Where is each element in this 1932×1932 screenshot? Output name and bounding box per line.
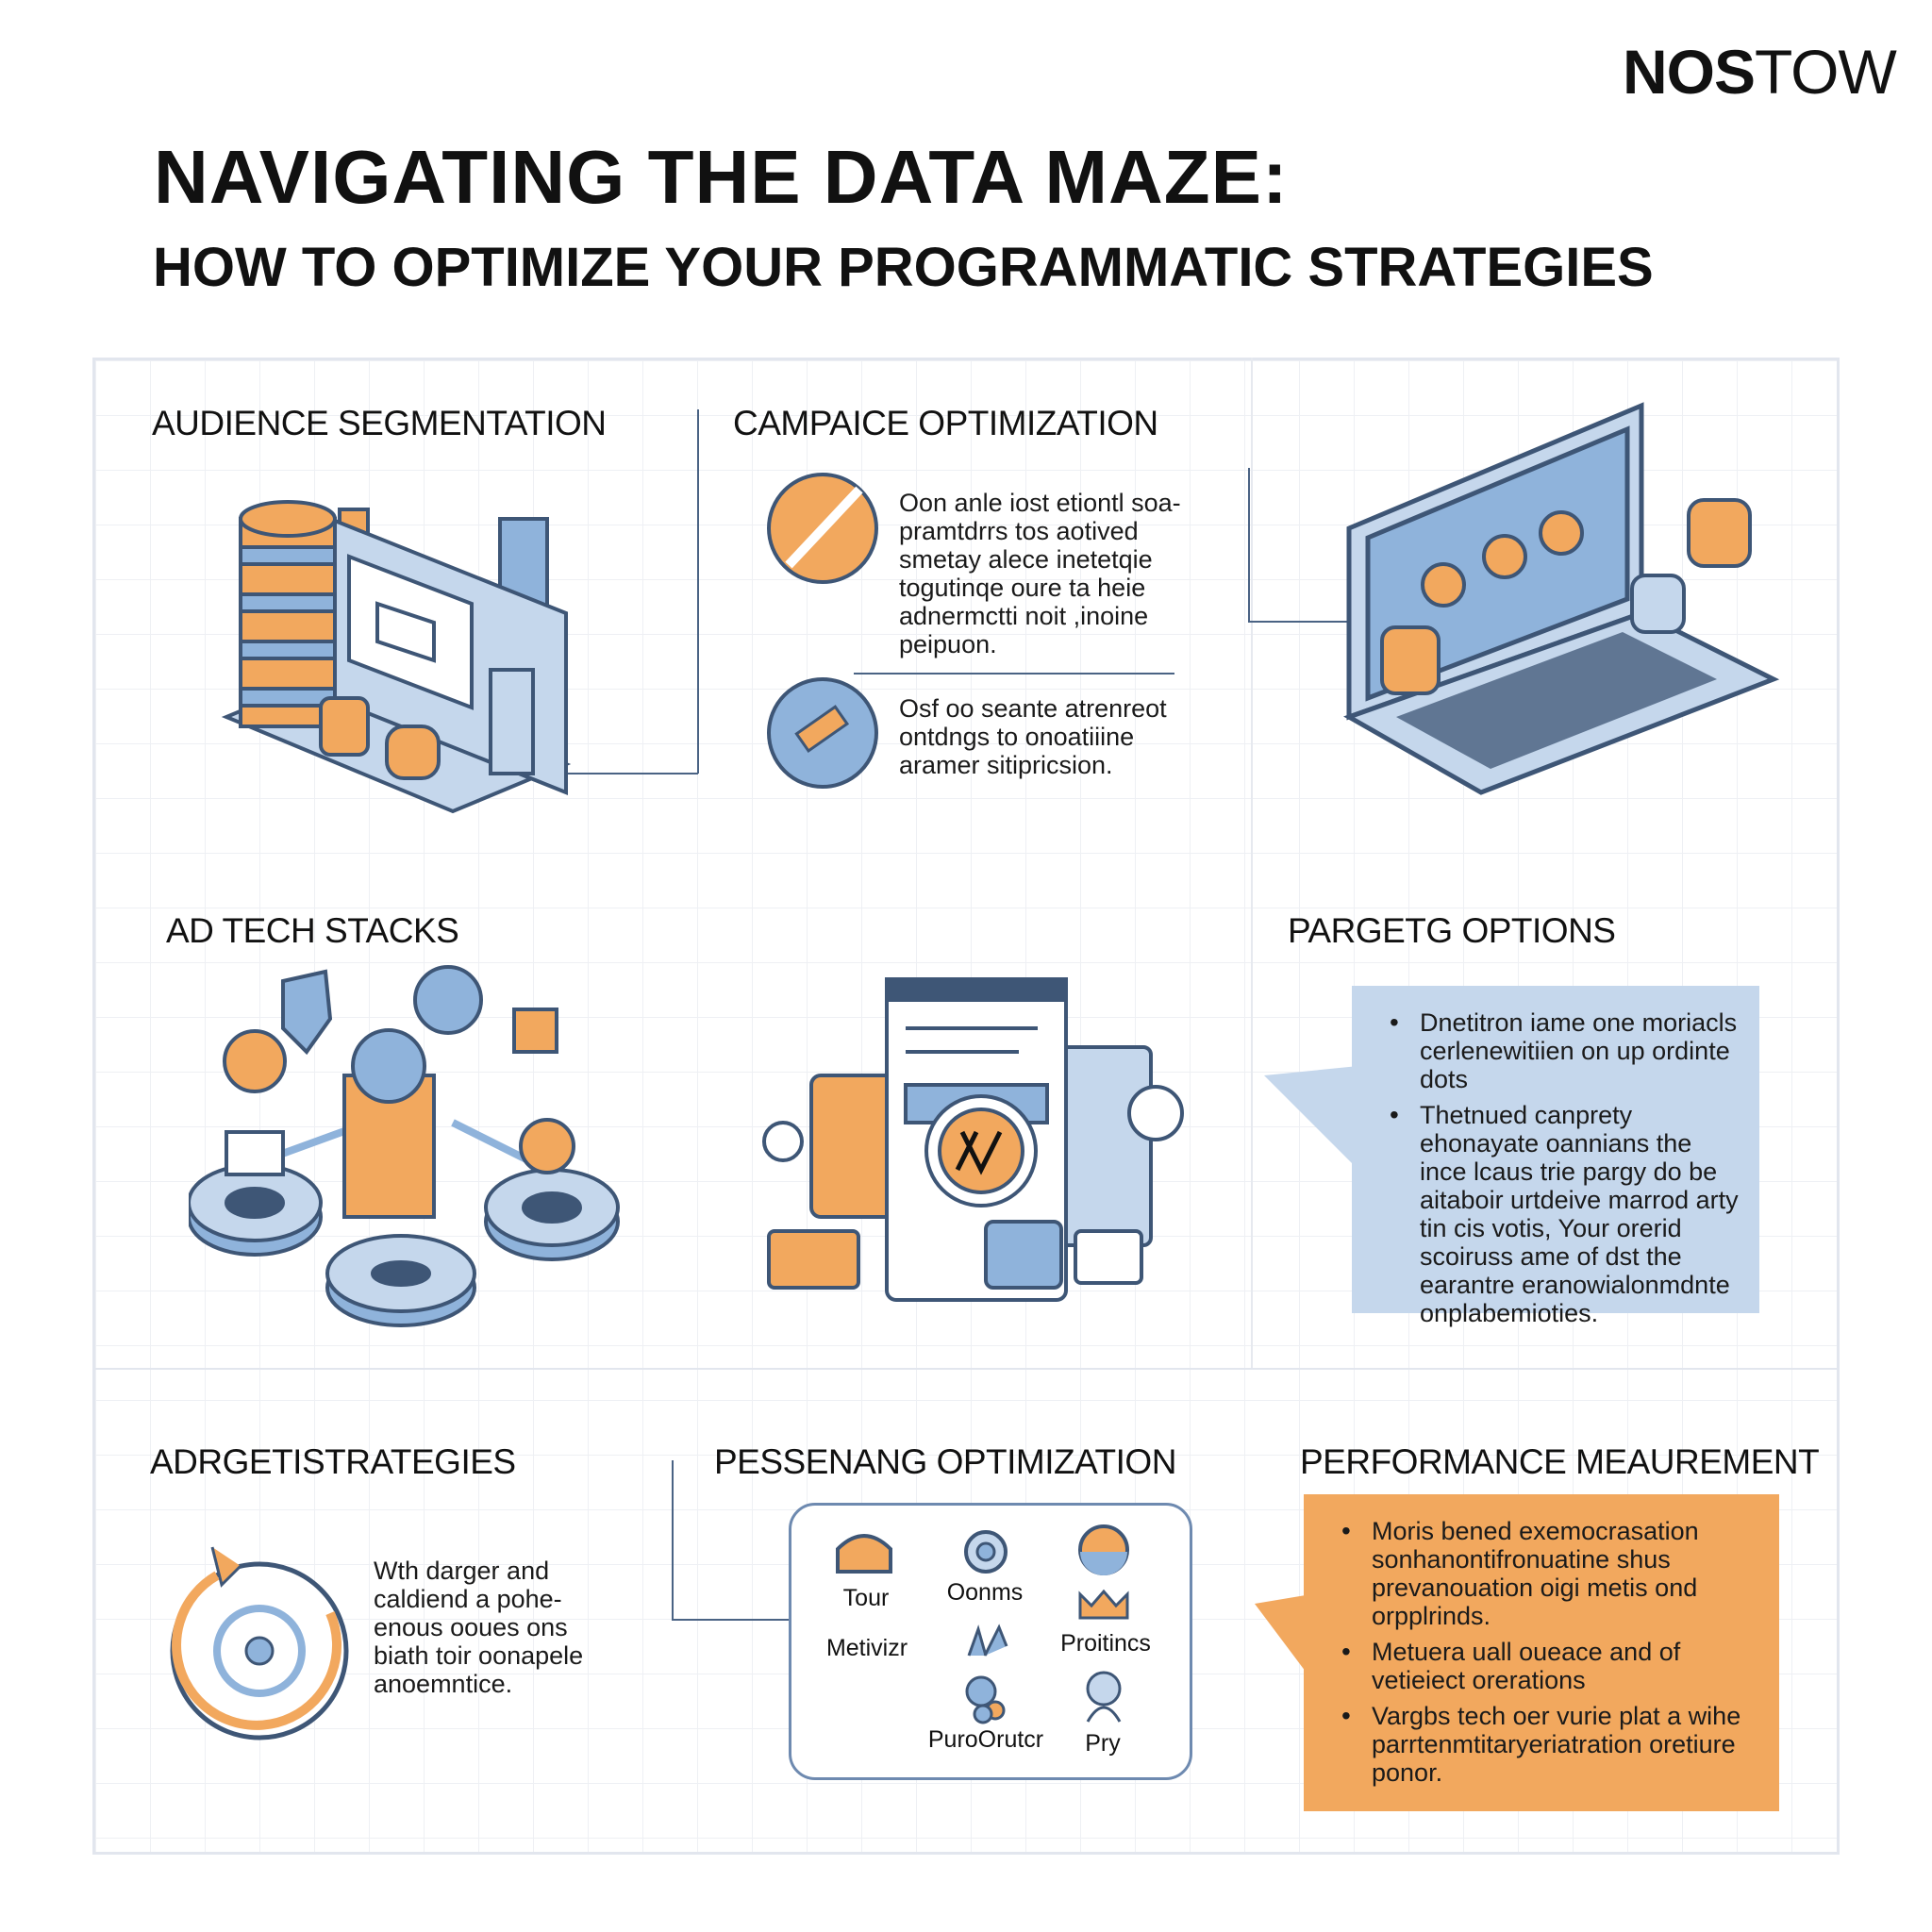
section-title-personal: PESSENANG OPTIMIZATION (714, 1442, 1176, 1481)
connector-line (1248, 468, 1250, 623)
database-screen-illustration (221, 500, 572, 814)
performance-bullet: Moris bened exemocrasation sonhanontifro… (1341, 1517, 1760, 1630)
target-icon (964, 1530, 1008, 1574)
targeting-callout: Dnetitron iame one moriacls cerlenewitii… (1352, 986, 1759, 1327)
leaves-icon (967, 1624, 1008, 1657)
performance-bullet: Metuera uall oueace and of vetieiect ore… (1341, 1638, 1760, 1694)
page-title: NAVIGATING THE DATA MAZE: (154, 135, 1289, 219)
chart-crown-icon (1078, 1524, 1129, 1620)
logo-light: TOW (1755, 37, 1897, 107)
person-icon (1086, 1671, 1122, 1723)
section-title-performance: PERFORMANCE MEAUREMENT (1300, 1442, 1820, 1481)
performance-callout: Moris bened exemocrasation sonhanontifro… (1304, 1494, 1779, 1811)
targeting-bullet: Thetnued canprety ehonayate oannians the… (1390, 1101, 1740, 1327)
puzzle-circle-icon (767, 473, 878, 584)
section-title-strategies: ADRGETISTRATEGIES (150, 1442, 516, 1481)
targeting-bullet: Dnetitron iame one moriacls cerlenewitii… (1390, 1008, 1740, 1093)
target-dial-icon (170, 1546, 349, 1740)
home-icon (836, 1534, 892, 1574)
connector-line (697, 409, 699, 774)
personal-item-label: PuroOrutcr (927, 1726, 1044, 1753)
laptop-illustration (1343, 402, 1780, 795)
connector-line (1248, 621, 1361, 623)
callout-pointer (1255, 1594, 1311, 1679)
row-divider (92, 1368, 1840, 1370)
connector-line (672, 1619, 789, 1621)
campaign-text-2: Osf oo seante atrenreot ontdngs to onoat… (899, 694, 1167, 779)
personal-item-label: Oonms (946, 1579, 1024, 1606)
callout-pointer (1264, 1066, 1358, 1170)
browser-search-illustration (762, 977, 1184, 1302)
users-icon (965, 1675, 1006, 1724)
connector-line (547, 773, 698, 774)
personal-item-label: Metivizr (825, 1635, 908, 1661)
tool-circle-icon (767, 677, 878, 789)
personal-item-label: Proitincs (1060, 1630, 1151, 1657)
section-title-adtech: AD TECH STACKS (166, 911, 459, 950)
strategies-text: Wth darger and caldiend a pohe- enous oo… (374, 1557, 584, 1698)
personal-item-label: Pry (1085, 1730, 1121, 1757)
section-title-targeting: PARGETG OPTIONS (1288, 911, 1616, 950)
connector-line (672, 1460, 674, 1621)
divider-line (854, 673, 1174, 675)
column-divider (1251, 358, 1253, 1368)
ad-tech-stack-illustration (189, 965, 620, 1327)
brand-logo: NOSTOW (1623, 36, 1897, 108)
personal-item-label: Tour (842, 1585, 890, 1611)
campaign-text-1: Oon anle iost etiontl soa- pramtdrrs tos… (899, 489, 1181, 658)
page-subtitle: HOW TO OPTIMIZE YOUR PROGRAMMATIC STRATE… (153, 237, 1654, 298)
section-title-campaign: CAMPAICE OPTIMIZATION (733, 404, 1158, 442)
performance-bullet: Vargbs tech oer vurie plat a wihe parrte… (1341, 1702, 1760, 1787)
section-title-audience: AUDIENCE SEGMENTATION (152, 404, 607, 442)
logo-bold: NOS (1623, 37, 1756, 107)
